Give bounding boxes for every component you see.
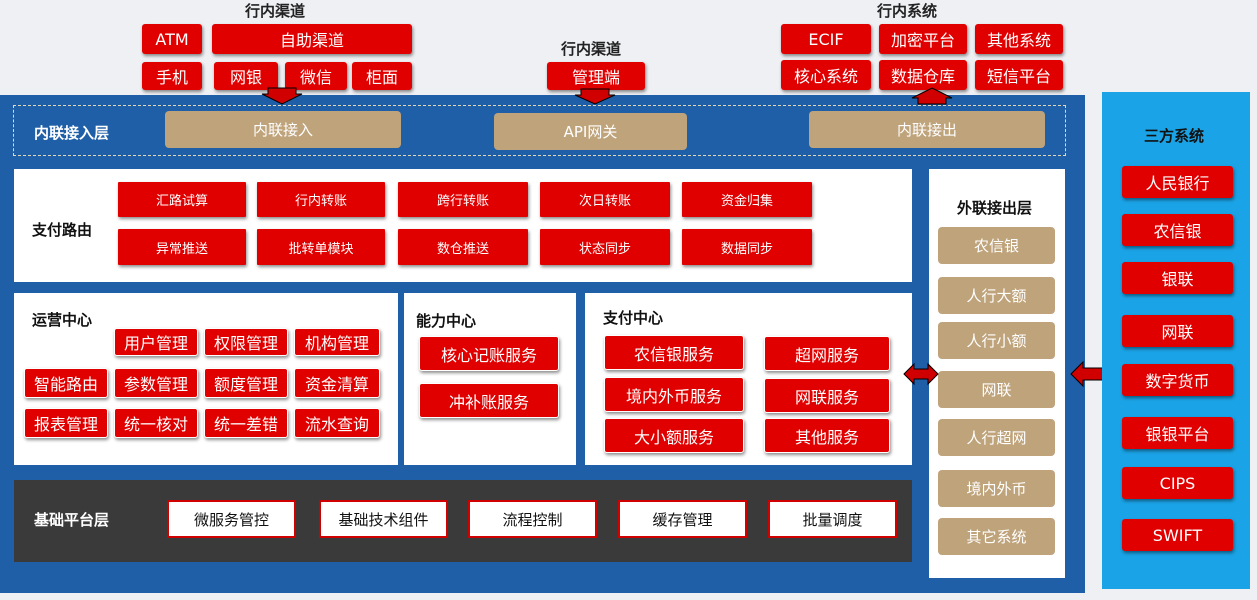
route-batch-split[interactable]: 批转单模块 bbox=[257, 229, 385, 265]
route-exception-push[interactable]: 异常推送 bbox=[118, 229, 246, 265]
channel-atm[interactable]: ATM bbox=[142, 24, 202, 54]
top-mid-title: 行内渠道 bbox=[561, 40, 622, 58]
payment-center-label: 支付中心 bbox=[603, 309, 664, 327]
tp-cips[interactable]: CIPS bbox=[1122, 467, 1233, 499]
out-netsunion[interactable]: 网联 bbox=[938, 371, 1055, 408]
base-layer-panel bbox=[14, 480, 912, 562]
channel-wechat[interactable]: 微信 bbox=[285, 62, 347, 90]
pay-rural-credit-service[interactable]: 农信银服务 bbox=[604, 335, 744, 370]
out-super-network[interactable]: 人行超网 bbox=[938, 419, 1055, 456]
out-beps[interactable]: 人行小额 bbox=[938, 322, 1055, 359]
ops-quota-mgmt[interactable]: 额度管理 bbox=[204, 368, 288, 398]
base-batch-scheduling[interactable]: 批量调度 bbox=[768, 500, 897, 538]
tp-digital-currency[interactable]: 数字货币 bbox=[1122, 364, 1233, 396]
arrow-down-icon bbox=[261, 87, 303, 105]
top-left-title: 行内渠道 bbox=[245, 2, 306, 20]
ops-org-mgmt[interactable]: 机构管理 bbox=[294, 328, 380, 356]
tp-interbank-platform[interactable]: 银银平台 bbox=[1122, 417, 1233, 449]
base-tech-components[interactable]: 基础技术组件 bbox=[319, 500, 448, 538]
route-data-sync[interactable]: 数据同步 bbox=[682, 229, 812, 265]
capability-center-panel bbox=[404, 293, 576, 465]
ops-user-mgmt[interactable]: 用户管理 bbox=[114, 328, 198, 356]
pay-hvps-beps-service[interactable]: 大小额服务 bbox=[604, 418, 744, 453]
arrow-down-icon bbox=[574, 88, 616, 105]
out-other-systems[interactable]: 其它系统 bbox=[938, 518, 1055, 555]
out-hvps[interactable]: 人行大额 bbox=[938, 277, 1055, 314]
cap-reversal-accounting[interactable]: 冲补账服务 bbox=[419, 383, 559, 418]
capability-center-label: 能力中心 bbox=[416, 312, 477, 330]
route-next-day-transfer[interactable]: 次日转账 bbox=[540, 182, 670, 217]
access-layer-label: 内联接入层 bbox=[34, 124, 110, 142]
out-fx[interactable]: 境内外币 bbox=[938, 470, 1055, 507]
ops-flow-query[interactable]: 流水查询 bbox=[294, 408, 380, 438]
cap-core-accounting[interactable]: 核心记账服务 bbox=[419, 336, 559, 371]
pay-other-service[interactable]: 其他服务 bbox=[764, 418, 890, 453]
system-sms[interactable]: 短信平台 bbox=[975, 60, 1063, 90]
base-layer-label: 基础平台层 bbox=[34, 511, 110, 529]
tp-swift[interactable]: SWIFT bbox=[1122, 519, 1233, 551]
route-warehouse-push[interactable]: 数仓推送 bbox=[398, 229, 528, 265]
channel-ebank[interactable]: 网银 bbox=[214, 62, 278, 90]
outbound-layer-label: 外联接出层 bbox=[957, 199, 1033, 217]
pay-netsunion-service[interactable]: 网联服务 bbox=[764, 378, 890, 413]
access-inbound[interactable]: 内联接入 bbox=[165, 111, 401, 148]
ops-smart-routing[interactable]: 智能路由 bbox=[24, 368, 108, 398]
base-microservice-control[interactable]: 微服务管控 bbox=[167, 500, 296, 538]
arrow-up-icon bbox=[911, 87, 953, 105]
channel-self-service[interactable]: 自助渠道 bbox=[212, 24, 412, 54]
access-api-gateway[interactable]: API网关 bbox=[494, 113, 687, 150]
ops-unified-error[interactable]: 统一差错 bbox=[204, 408, 288, 438]
top-right-title: 行内系统 bbox=[877, 2, 938, 20]
channel-mobile[interactable]: 手机 bbox=[142, 62, 202, 90]
route-interbank-transfer[interactable]: 跨行转账 bbox=[398, 182, 528, 217]
payment-routing-label: 支付路由 bbox=[32, 221, 93, 239]
tp-pboc[interactable]: 人民银行 bbox=[1122, 166, 1233, 198]
system-other[interactable]: 其他系统 bbox=[975, 24, 1063, 54]
tp-rural-credit[interactable]: 农信银 bbox=[1122, 214, 1233, 246]
third-party-label: 三方系统 bbox=[1144, 127, 1205, 145]
access-outbound[interactable]: 内联接出 bbox=[809, 111, 1045, 148]
ops-report-mgmt[interactable]: 报表管理 bbox=[24, 408, 108, 438]
system-encryption[interactable]: 加密平台 bbox=[879, 24, 967, 54]
base-cache-mgmt[interactable]: 缓存管理 bbox=[618, 500, 747, 538]
access-layer bbox=[13, 105, 1066, 156]
channel-counter[interactable]: 柜面 bbox=[352, 62, 412, 90]
route-estimate[interactable]: 汇路试算 bbox=[118, 182, 246, 217]
ops-fund-clearing[interactable]: 资金清算 bbox=[294, 368, 380, 398]
route-internal-transfer[interactable]: 行内转账 bbox=[257, 182, 385, 217]
tp-netsunion[interactable]: 网联 bbox=[1122, 315, 1233, 347]
tp-unionpay[interactable]: 银联 bbox=[1122, 262, 1233, 294]
ops-unified-check[interactable]: 统一核对 bbox=[114, 408, 198, 438]
pay-super-network-service[interactable]: 超网服务 bbox=[764, 336, 890, 371]
system-data-warehouse[interactable]: 数据仓库 bbox=[879, 60, 967, 90]
system-ecif[interactable]: ECIF bbox=[781, 24, 871, 54]
ops-permission-mgmt[interactable]: 权限管理 bbox=[204, 328, 288, 356]
ops-param-mgmt[interactable]: 参数管理 bbox=[114, 368, 198, 398]
route-fund-collection[interactable]: 资金归集 bbox=[682, 182, 812, 217]
pay-fx-service[interactable]: 境内外币服务 bbox=[604, 377, 744, 412]
channel-admin[interactable]: 管理端 bbox=[547, 62, 645, 90]
system-core[interactable]: 核心系统 bbox=[781, 60, 871, 90]
out-rural-credit[interactable]: 农信银 bbox=[938, 227, 1055, 264]
base-flow-control[interactable]: 流程控制 bbox=[468, 500, 597, 538]
bidirectional-arrow-icon bbox=[903, 362, 939, 386]
ops-center-label: 运营中心 bbox=[32, 311, 93, 329]
route-status-sync[interactable]: 状态同步 bbox=[540, 229, 670, 265]
